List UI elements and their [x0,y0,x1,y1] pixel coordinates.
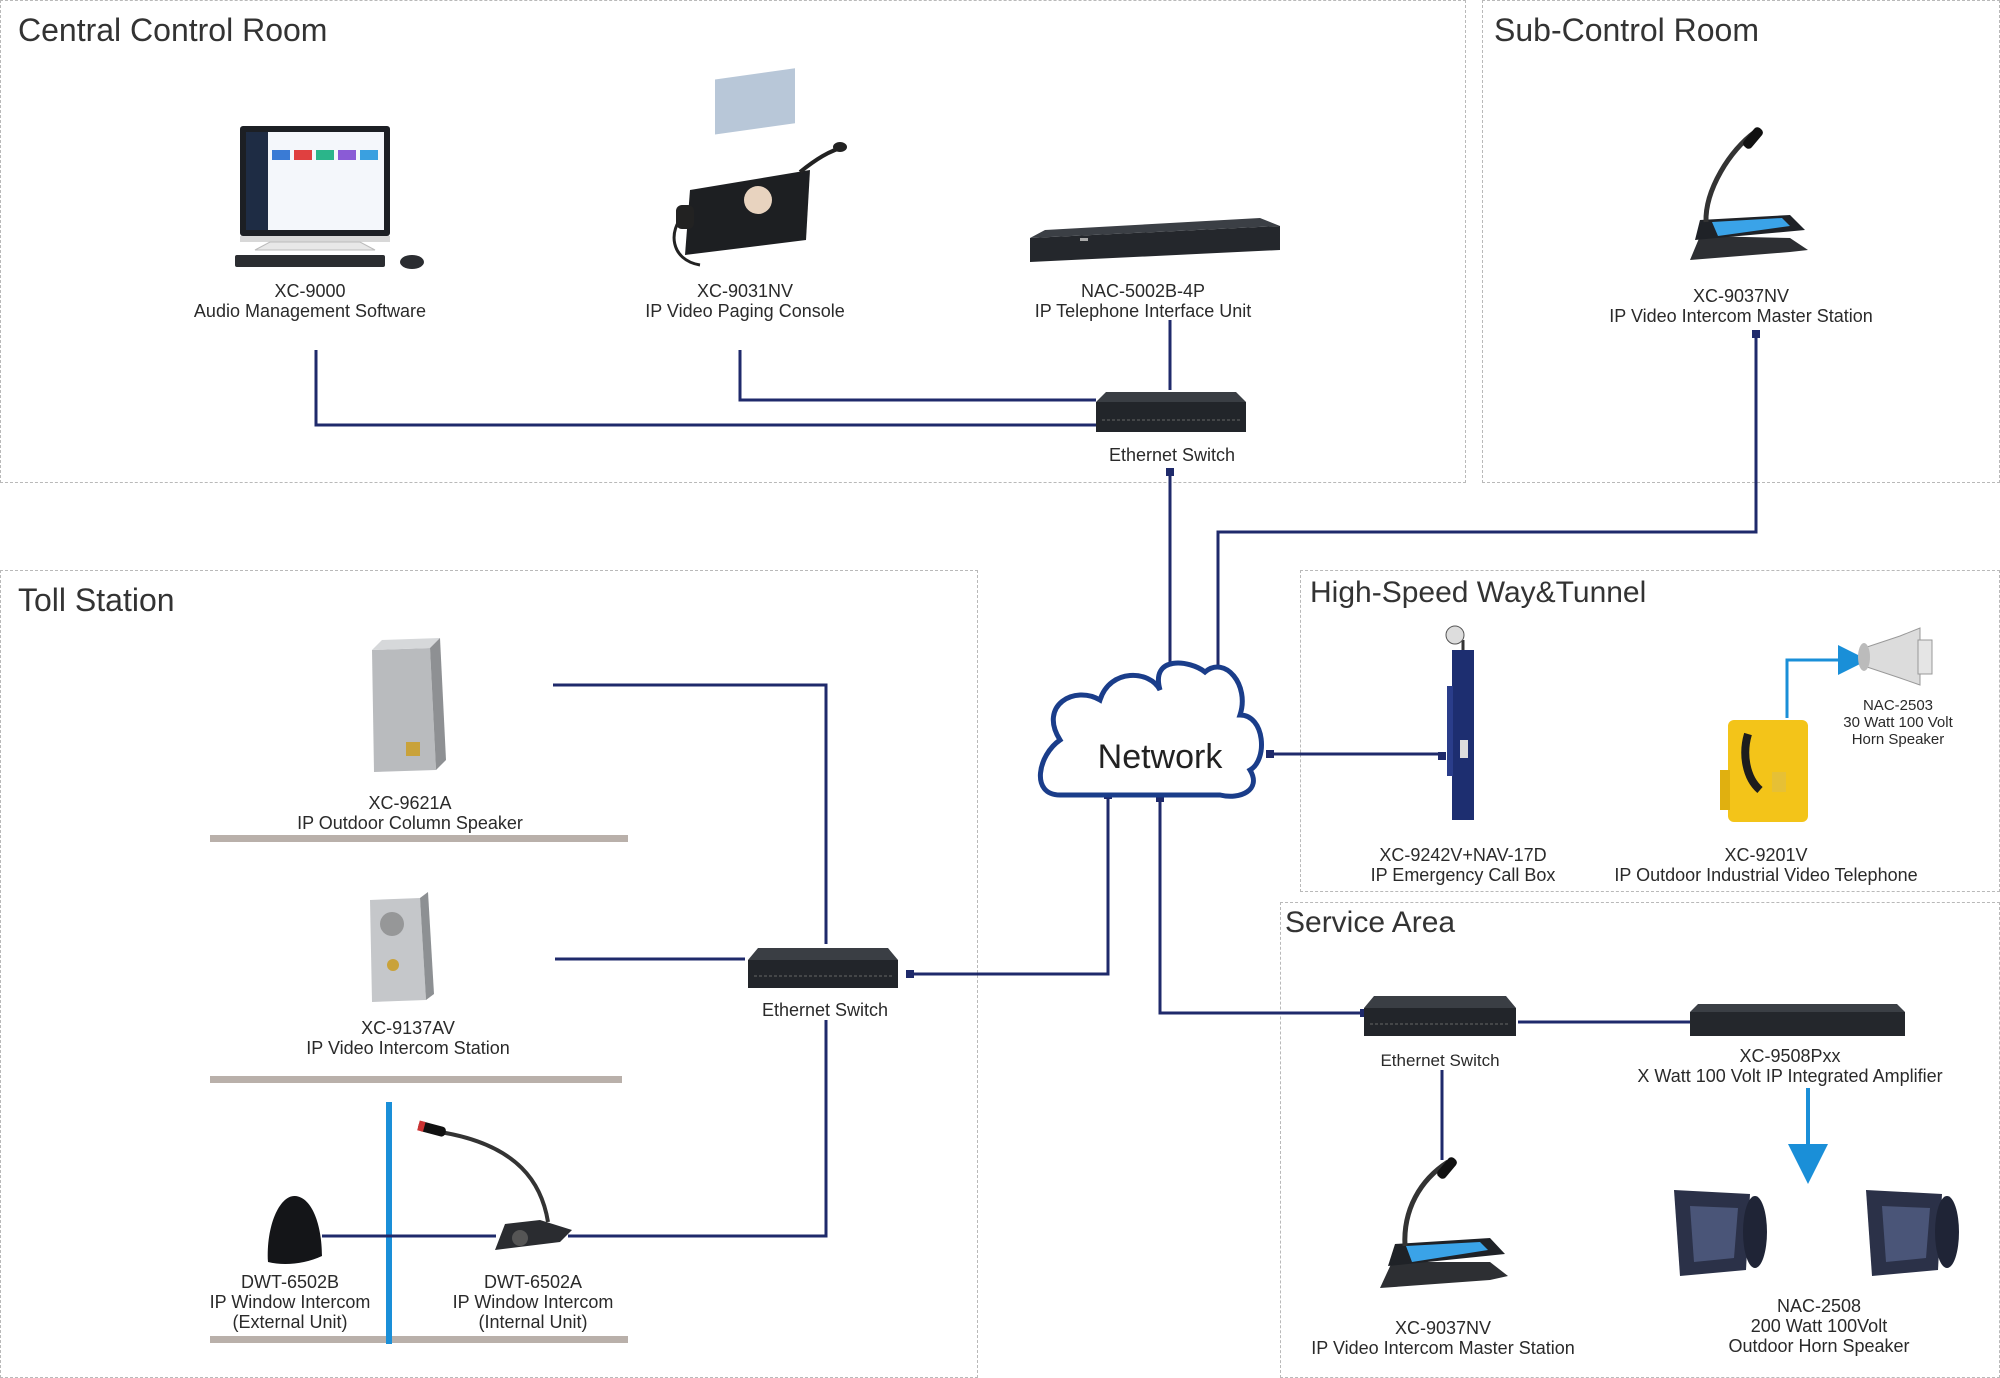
window-partition [386,1102,392,1344]
device-description: IP Emergency Call Box [1370,865,1556,885]
computer-icon [235,126,424,269]
device-label-switch-central: Ethernet Switch [1109,445,1235,465]
device-label-xc9037nv-service: XC-9037NV IP Video Intercom Master Stati… [1311,1318,1574,1358]
zone-title-central: Central Control Room [18,12,328,48]
outdoor-horn-speaker-icon [1674,1190,1767,1276]
device-description: IP Outdoor Industrial Video Telephone [1614,865,1918,885]
floor-line [210,835,628,842]
amplifier-icon [1690,1004,1905,1036]
device-description: IP Telephone Interface Unit [1034,301,1252,321]
device-description: IP Outdoor Column Speaker [297,813,523,833]
network-label: Network [1097,738,1223,776]
floor-line [210,1076,622,1083]
device-description: 30 Watt 100 Volt [1843,714,1953,731]
wire-toll-switch-network [910,795,1110,976]
zone-title-sub: Sub-Control Room [1494,12,1759,48]
zone-title-toll: Toll Station [18,582,175,618]
industrial-telephone-icon [1720,720,1808,822]
device-description: X Watt 100 Volt IP Integrated Amplifier [1637,1066,1943,1086]
device-model: DWT-6502A [483,1272,583,1292]
ethernet-switch-icon [748,948,898,988]
device-model: Ethernet Switch [1380,1051,1500,1070]
desk-microphone-icon [1690,127,1808,260]
wire-column-speaker-switch [553,683,828,944]
device-model: XC-9037NV [1692,286,1790,306]
device-model: NAC-2508 [1776,1296,1862,1316]
outdoor-horn-speaker-icon [1866,1190,1959,1276]
device-description: IP Window Intercom [452,1292,614,1312]
device-label-xc9000: XC-9000 Audio Management Software [194,281,426,321]
device-model: XC-9031NV [696,281,794,301]
device-label-nac5002b: NAC-5002B-4P IP Telephone Interface Unit [1035,281,1251,321]
device-model: XC-9037NV [1394,1318,1492,1338]
device-description: IP Window Intercom [209,1292,371,1312]
arrow-telephone-horn [1785,645,1868,718]
wire-network-service-switch [1158,798,1364,1015]
zone-title-highway: High-Speed Way&Tunnel [1310,576,1647,609]
device-description: Audio Management Software [193,301,427,321]
device-label-xc9242v: XC-9242V+NAV-17D IP Emergency Call Box [1371,845,1556,885]
device-description: IP Video Intercom Station [306,1038,510,1058]
device-model: DWT-6502B [240,1272,340,1292]
device-description-2: (External Unit) [232,1312,348,1332]
ethernet-switch-icon [1364,996,1516,1036]
column-speaker-icon [372,638,446,772]
device-model: Ethernet Switch [1108,445,1236,465]
wire-xc9031nv-switch [738,350,1096,402]
device-model: XC-9621A [368,793,452,813]
device-model: XC-9000 [274,281,346,301]
device-label-nac2503: NAC-2503 30 Watt 100 Volt Horn Speaker [1843,697,1953,748]
device-model: XC-9508Pxx [1739,1046,1841,1066]
device-model: XC-9201V [1724,845,1808,865]
device-description: 200 Watt 100Volt [1750,1316,1888,1336]
device-label-xc9621a: XC-9621A IP Outdoor Column Speaker [297,793,523,833]
device-label-dwt6502b: DWT-6502B IP Window Intercom (External U… [210,1272,371,1332]
device-model: NAC-5002B-4P [1080,281,1206,301]
emergency-call-box-icon [1445,625,1474,820]
window-intercom-internal-icon [417,1120,572,1250]
intercom-station-icon [370,892,434,1002]
wire-xc9000-switch [314,350,1096,427]
device-label-xc9508pxx: XC-9508Pxx X Watt 100 Volt IP Integrated… [1637,1046,1942,1086]
device-description: IP Video Paging Console [645,301,845,321]
wire-switch-window-intercom [568,1020,828,1238]
floor-line [210,1336,628,1343]
device-label-nac2508: NAC-2508 200 Watt 100Volt Outdoor Horn S… [1728,1296,1909,1356]
device-label-xc9137av: XC-9137AV IP Video Intercom Station [306,1018,509,1058]
device-description-2: Outdoor Horn Speaker [1728,1336,1910,1356]
device-label-xc9037nv-sub: XC-9037NV IP Video Intercom Master Stati… [1609,286,1872,326]
horn-speaker-icon [1858,627,1933,686]
device-label-switch-service: Ethernet Switch [1380,1051,1499,1071]
desk-microphone-icon [1380,1157,1508,1288]
zone-title-service: Service Area [1285,906,1456,939]
wire-sub-network [1216,333,1758,688]
device-model: Ethernet Switch [761,1000,889,1020]
device-description-2: (Internal Unit) [478,1312,588,1332]
device-model: XC-9242V+NAV-17D [1379,845,1547,865]
device-description: IP Video Intercom Master Station [1609,306,1873,326]
paging-console-icon [672,68,847,267]
device-label-xc9031nv: XC-9031NV IP Video Paging Console [645,281,845,321]
window-intercom-external-icon [267,1195,322,1264]
zone-central-control-room [0,0,1466,483]
device-model: NAC-2503 [1862,697,1934,714]
network-cloud [1038,660,1264,799]
device-label-dwt6502a: DWT-6502A IP Window Intercom (Internal U… [453,1272,614,1332]
device-model: XC-9137AV [361,1018,455,1038]
device-label-xc9201v: XC-9201V IP Outdoor Industrial Video Tel… [1614,845,1917,885]
device-description-2: Horn Speaker [1851,731,1945,748]
ethernet-switch-icon [1096,392,1246,432]
device-description: IP Video Intercom Master Station [1311,1338,1575,1358]
device-label-switch-toll: Ethernet Switch [762,1000,888,1020]
rack-unit-icon [1030,218,1280,262]
